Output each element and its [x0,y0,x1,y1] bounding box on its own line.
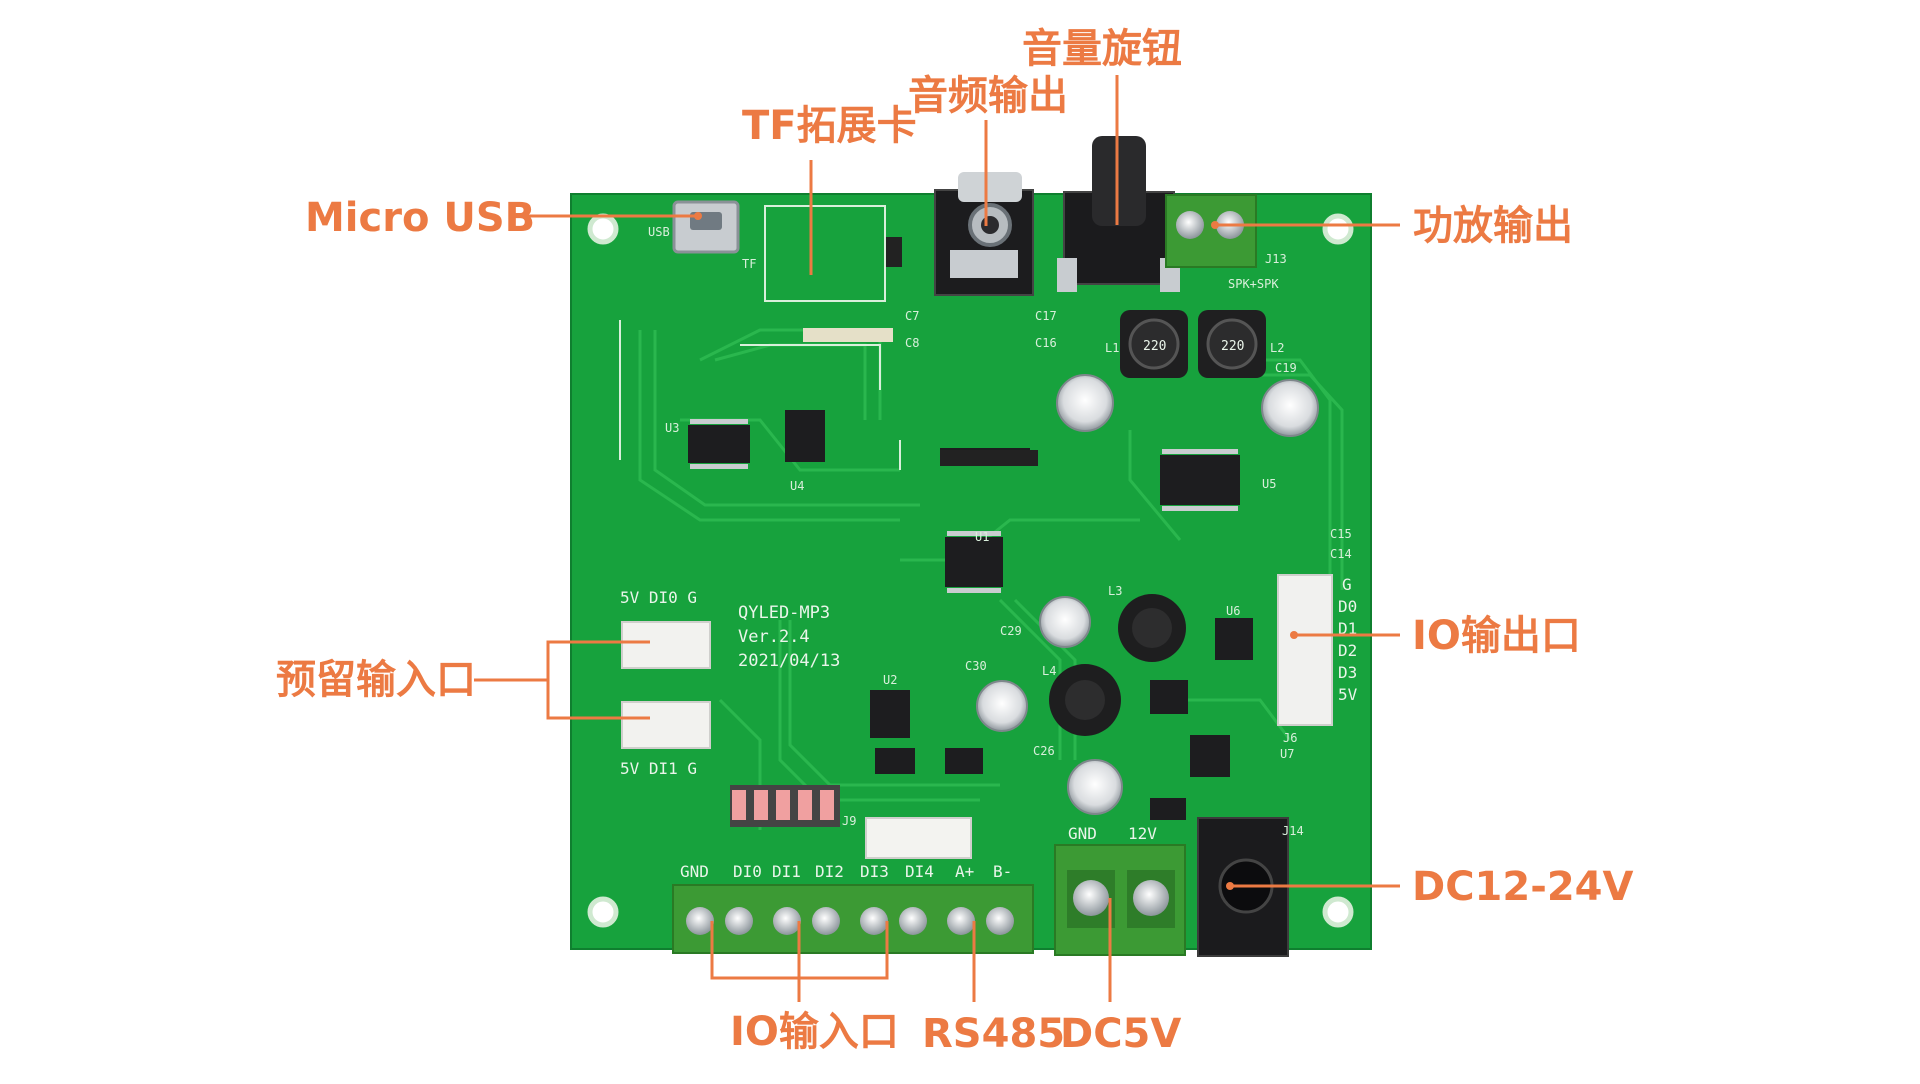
ref-l1: L1 [1105,341,1119,355]
board-date: 2021/04/13 [738,651,840,671]
hdr-5v: 5V [1338,685,1358,704]
silk-tf: TF [742,257,756,271]
ref-u5: U5 [1262,477,1276,491]
tf-slot [764,205,886,302]
term-gnd: GND [680,862,709,881]
bottom-terminal-labels: GND DI0 DI1 DI2 DI3 DI4 A+ B- GND 12V [680,824,1157,881]
callout-volume-knob: 音量旋钮 [1022,26,1182,72]
hdr-d3: D3 [1338,663,1357,682]
silk-bottom-left-header: 5V DI1 G [620,759,697,778]
callout-audio-out: 音频输出 [908,73,1068,119]
ref-c14: C14 [1330,547,1352,561]
inductor-l2 [1198,310,1266,378]
silk-speaker: SPK+SPK [1228,277,1279,291]
ref-c15: C15 [1330,527,1352,541]
silk-refs: U1 U2 U3 U4 U5 U6 U7 L1 L2 L3 L4 C7 C8 C… [665,252,1352,838]
term-power-12v: 12V [1128,824,1157,843]
term-di1: DI1 [772,862,801,881]
jumper [886,237,902,267]
inductor-l3 [1118,594,1186,662]
speaker-terminal [1165,194,1257,268]
ref-c29: C29 [1000,624,1022,638]
silk-inductor-l2-value: 220 [1221,339,1244,354]
callout-rs485: RS485 [922,1011,1066,1057]
callout-amp-out: 功放输出 [1413,203,1573,249]
ref-c16: C16 [1035,336,1057,350]
ref-j9: J9 [842,814,856,828]
ref-l3: L3 [1108,584,1122,598]
silk-top-left-header: 5V DI0 G [620,588,697,607]
inductor-l1 [1120,310,1188,378]
callout-lines [474,75,1400,1002]
silk-inductor-l1-value: 220 [1143,339,1166,354]
ref-u3: U3 [665,421,679,435]
hdr-d1: D1 [1338,619,1357,638]
pin-header [940,450,1038,466]
board-version: Ver.2.4 [738,627,810,647]
diode-array [730,785,840,827]
term-di0: DI0 [733,862,762,881]
callout-micro-usb: Micro USB [305,195,536,241]
term-di3: DI3 [860,862,889,881]
hdr-d2: D2 [1338,641,1357,660]
ref-c19: C19 [1275,361,1297,375]
reserved-header-2 [621,701,711,749]
mounting-holes [587,213,1354,928]
ref-u6: U6 [1226,604,1240,618]
ref-c7: C7 [905,309,919,323]
io-output-header [1277,574,1333,726]
callout-io-in: IO输入口 [730,1009,899,1055]
board-name: QYLED-MP3 [738,603,830,623]
right-header-labels: G D0 D1 D2 D3 5V [1338,575,1358,704]
rs485-header [865,817,972,859]
ref-u1: U1 [975,530,989,544]
hdr-d0: D0 [1338,597,1357,616]
callout-dc5v: DC5V [1060,1011,1182,1057]
term-di2: DI2 [815,862,844,881]
callout-tf-card: TF拓展卡 [742,103,917,149]
ref-u7: U7 [1280,747,1294,761]
ic-chips [688,410,1253,820]
ref-u2: U2 [883,673,897,687]
ref-l2: L2 [1270,341,1284,355]
ref-c30: C30 [965,659,987,673]
ref-j13: J13 [1265,252,1287,266]
ref-u4: U4 [790,479,804,493]
callout-io-out: IO输出口 [1412,613,1581,659]
hdr-g: G [1342,575,1352,594]
term-a-plus: A+ [955,862,974,881]
audio-jack [934,172,1034,296]
callout-reserved-in: 预留输入口 [276,657,476,703]
reserved-header-1 [621,621,711,669]
ref-j14: J14 [1282,824,1304,838]
ref-c26: C26 [1033,744,1055,758]
callout-dc-12-24: DC12-24V [1412,864,1634,910]
inductor-l4 [1049,664,1121,736]
silk-usb: USB [648,225,670,239]
term-b-minus: B- [993,862,1012,881]
io-terminal-blocks [672,884,1034,954]
callout-dots [694,212,1298,890]
tf-pads [803,328,893,342]
ref-j6: J6 [1283,731,1297,745]
ic-pins [690,419,1238,593]
dc5v-terminal [1054,844,1186,956]
term-di4: DI4 [905,862,934,881]
term-power-gnd: GND [1068,824,1097,843]
electrolytic-capacitors [976,374,1319,815]
silkscreen-lines [619,320,901,470]
ref-l4: L4 [1042,664,1056,678]
ref-c8: C8 [905,336,919,350]
ref-c17: C17 [1035,309,1057,323]
